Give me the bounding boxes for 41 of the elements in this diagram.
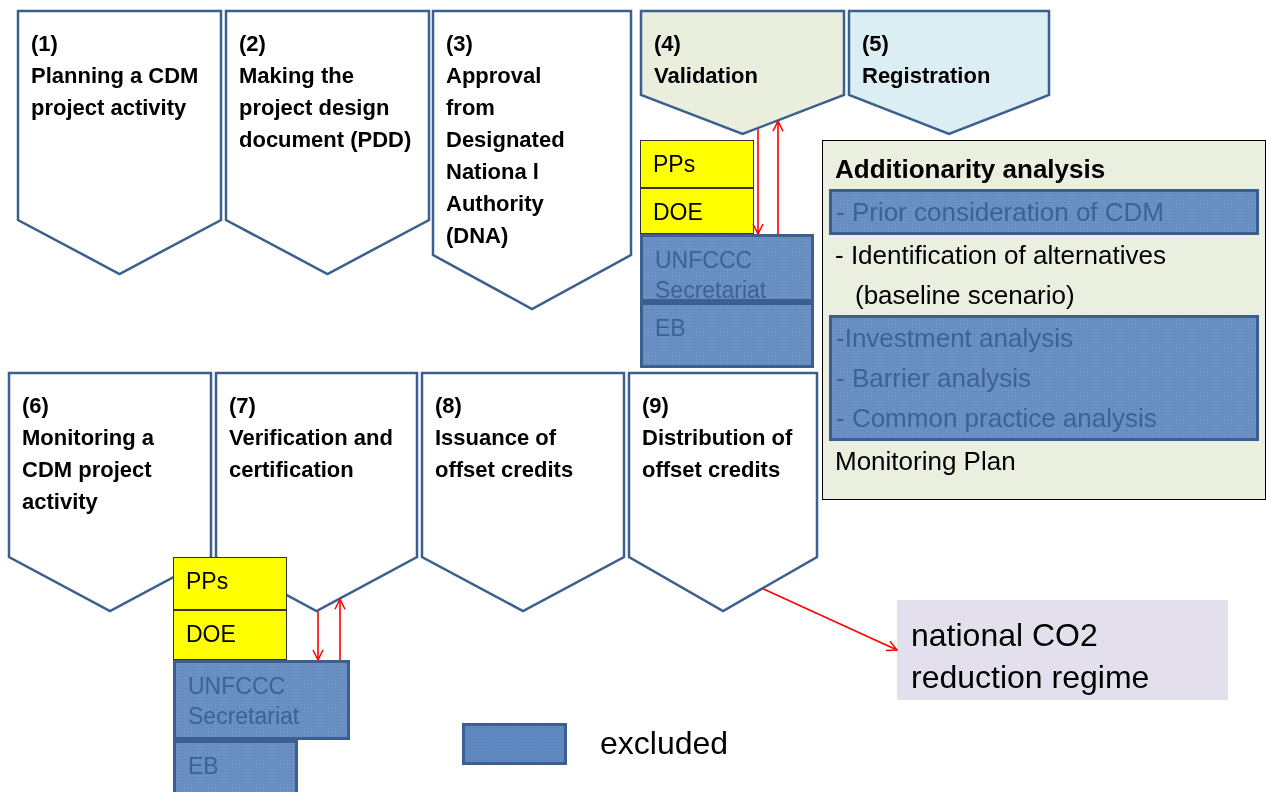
arrow [752, 128, 764, 235]
legend-label: excluded [600, 725, 729, 762]
panel-heading: Additionarity analysis [835, 153, 1107, 186]
info-panel [822, 140, 1266, 500]
step-number: (4) [654, 30, 682, 58]
step-title: Validation [654, 62, 759, 90]
arrow [334, 598, 346, 661]
step-title: Distribution of offset credits [642, 424, 794, 484]
step-box [17, 10, 222, 275]
step-title: Issuance of offset credits [435, 424, 575, 484]
step-number: (6) [22, 392, 50, 420]
step-title: Approval from Designated Nationa l Authority (DNA) [446, 62, 566, 250]
step-number: (1) [31, 30, 59, 58]
step-number: (8) [435, 392, 463, 420]
step-box [628, 372, 818, 612]
excluded-item-box [829, 315, 1259, 441]
step-box [640, 10, 845, 135]
arrow [312, 610, 324, 661]
role-box: PPs [173, 557, 287, 610]
step-number: (3) [446, 30, 474, 58]
panel-text: - Identification of alternatives (baseline scenario) [835, 239, 1167, 312]
step-number: (7) [229, 392, 257, 420]
step-number: (9) [642, 392, 670, 420]
note-box: national CO2 reduction regime [897, 600, 1228, 700]
step-title: Making the project design document (PDD) [239, 62, 413, 154]
step-box [848, 10, 1050, 135]
step-title: Planning a CDM project activity [31, 62, 200, 122]
arrow [772, 120, 784, 235]
panel-text: Monitoring Plan [835, 445, 1017, 478]
step-title: Monitoring a CDM project activity [22, 424, 155, 516]
role-box: DOE [173, 610, 287, 660]
step-number: (5) [862, 30, 890, 58]
step-number: (2) [239, 30, 267, 58]
step-box [225, 10, 430, 275]
step-title: Registration [862, 62, 992, 90]
step-box [421, 372, 625, 612]
step-title: Verification and certification [229, 424, 394, 484]
step-box [432, 10, 632, 310]
role-box: DOE [640, 188, 754, 234]
role-box: PPs [640, 140, 754, 188]
arrow [762, 588, 898, 652]
